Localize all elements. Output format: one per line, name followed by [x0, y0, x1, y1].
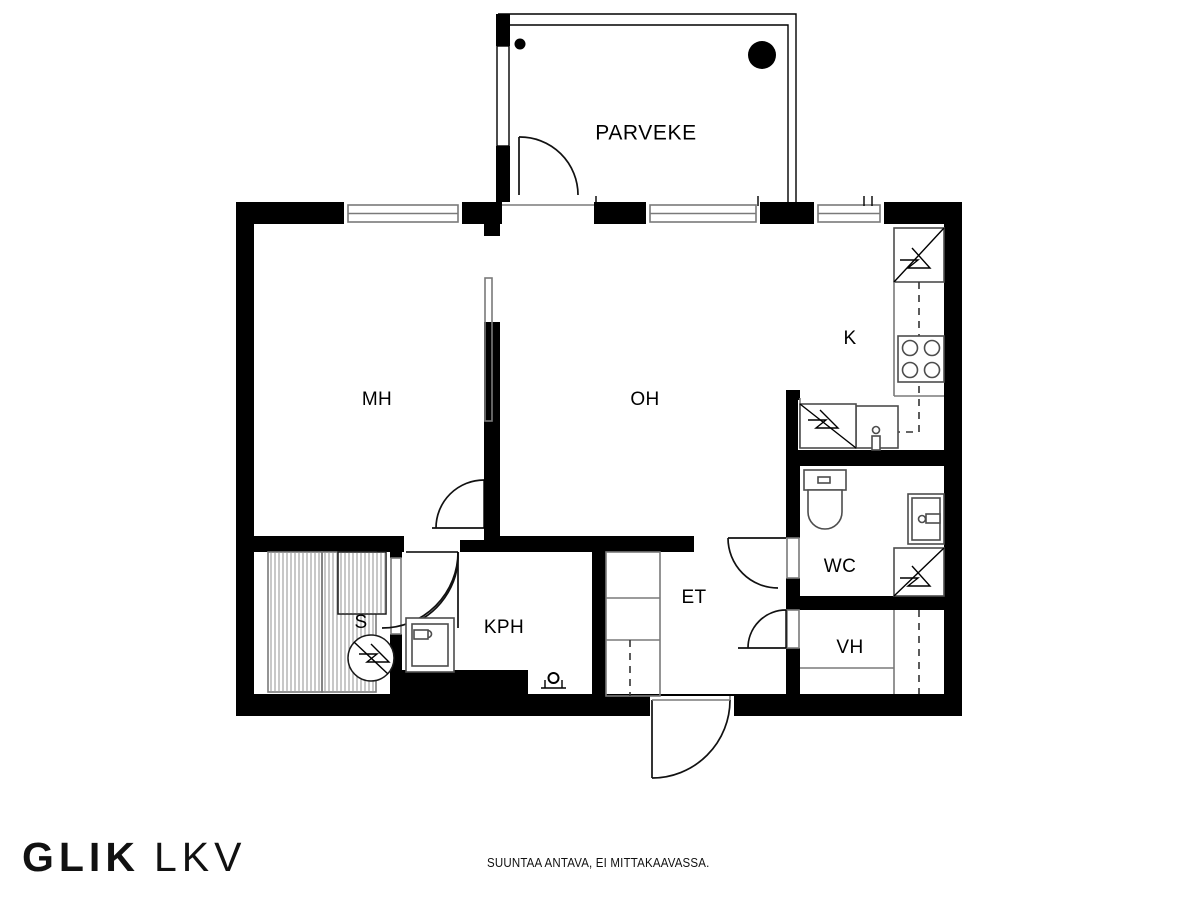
balcony-area — [496, 13, 797, 204]
wall-stub-top-mhoh — [484, 224, 500, 236]
entrance-closet — [605, 551, 661, 697]
room-label-oh: OH — [630, 389, 659, 410]
vh-fixtures — [800, 610, 920, 694]
room-label-k: K — [843, 328, 856, 349]
door-vh-arc — [747, 609, 787, 649]
front-door-opening — [650, 696, 734, 716]
brand-logo: GLIK LKV — [22, 837, 246, 878]
balcony-door-opening — [502, 202, 594, 224]
kitchen-tall-cabinet — [799, 403, 857, 449]
balcony-rail-left — [496, 45, 510, 147]
toilet-seat — [803, 469, 847, 530]
wall-kitchen-wc — [786, 450, 944, 466]
wall-kph-bottom-step — [402, 670, 528, 696]
wall-above-kph-et — [460, 536, 694, 552]
wall-oh-kitchen-stub — [786, 390, 800, 400]
room-label-vh: VH — [836, 637, 863, 658]
wall-et-wc-upper — [786, 466, 800, 538]
balcony-door-arc — [518, 136, 579, 196]
wall-kitchen-left-lower — [786, 398, 798, 450]
scale-disclaimer: SUUNTAA ANTAVA, EI MITTAKAAVASSA. — [487, 856, 710, 870]
room-label-wc: WC — [824, 556, 856, 577]
sauna-fixtures — [267, 551, 395, 693]
door-bedroom-arc — [435, 479, 485, 529]
wc-fixtures — [803, 469, 945, 597]
wall-kph-et — [592, 552, 606, 696]
kitchen-upper-cabinets-dashed — [800, 282, 920, 433]
balcony-post-bottom — [496, 146, 510, 204]
floor-drain — [541, 672, 566, 689]
door-wc-arc — [727, 537, 779, 589]
kitchen-fixtures — [799, 227, 945, 451]
apartment-walls — [236, 196, 962, 716]
sauna-stove — [347, 634, 395, 682]
wall-corner-kph — [484, 528, 500, 540]
wall-et-wc-mid — [786, 578, 800, 610]
door-sauna-opening — [390, 558, 402, 634]
door-wc-opening — [786, 538, 800, 578]
sliding-door-living-bedroom — [484, 277, 493, 422]
wall-above-sauna — [254, 536, 404, 552]
door-kph-opening — [404, 536, 460, 552]
door-front-arc — [651, 699, 731, 779]
kph-fixtures — [405, 617, 566, 689]
room-label-parveke: PARVEKE — [595, 122, 696, 145]
washbasin — [907, 493, 945, 545]
balcony-post-top — [496, 14, 510, 46]
room-label-s: S — [354, 612, 367, 633]
interior-void — [254, 224, 944, 694]
room-labels: PARVEKE MH OH K WC VH ET KPH S — [354, 122, 863, 658]
room-label-mh: MH — [362, 389, 392, 410]
window-bedroom-north — [347, 204, 459, 223]
balcony-marker-small — [514, 38, 526, 50]
room-label-kph: KPH — [484, 617, 524, 638]
wall-mh-oh — [484, 322, 500, 540]
wall-et-vh-lower — [786, 648, 800, 696]
sauna-upper-bench — [337, 551, 387, 615]
window-kitchen-north — [817, 204, 881, 223]
stove-cooktop — [897, 335, 945, 383]
window-living-north — [649, 204, 757, 223]
brand-primary-text: GLIK — [22, 834, 140, 880]
et-fixtures — [605, 551, 661, 697]
door-swings — [381, 479, 787, 779]
kitchen-sink — [855, 405, 899, 451]
refrigerator — [893, 227, 945, 283]
brand-secondary-text: LKV — [153, 834, 247, 880]
balcony-marker-large — [748, 41, 776, 69]
wall-sauna-stub — [390, 552, 402, 558]
wc-cabinet — [893, 547, 945, 597]
door-vh-opening — [786, 610, 800, 648]
washing-machine — [405, 617, 455, 673]
wall-wc-vh — [786, 596, 944, 610]
room-label-et: ET — [681, 587, 706, 608]
